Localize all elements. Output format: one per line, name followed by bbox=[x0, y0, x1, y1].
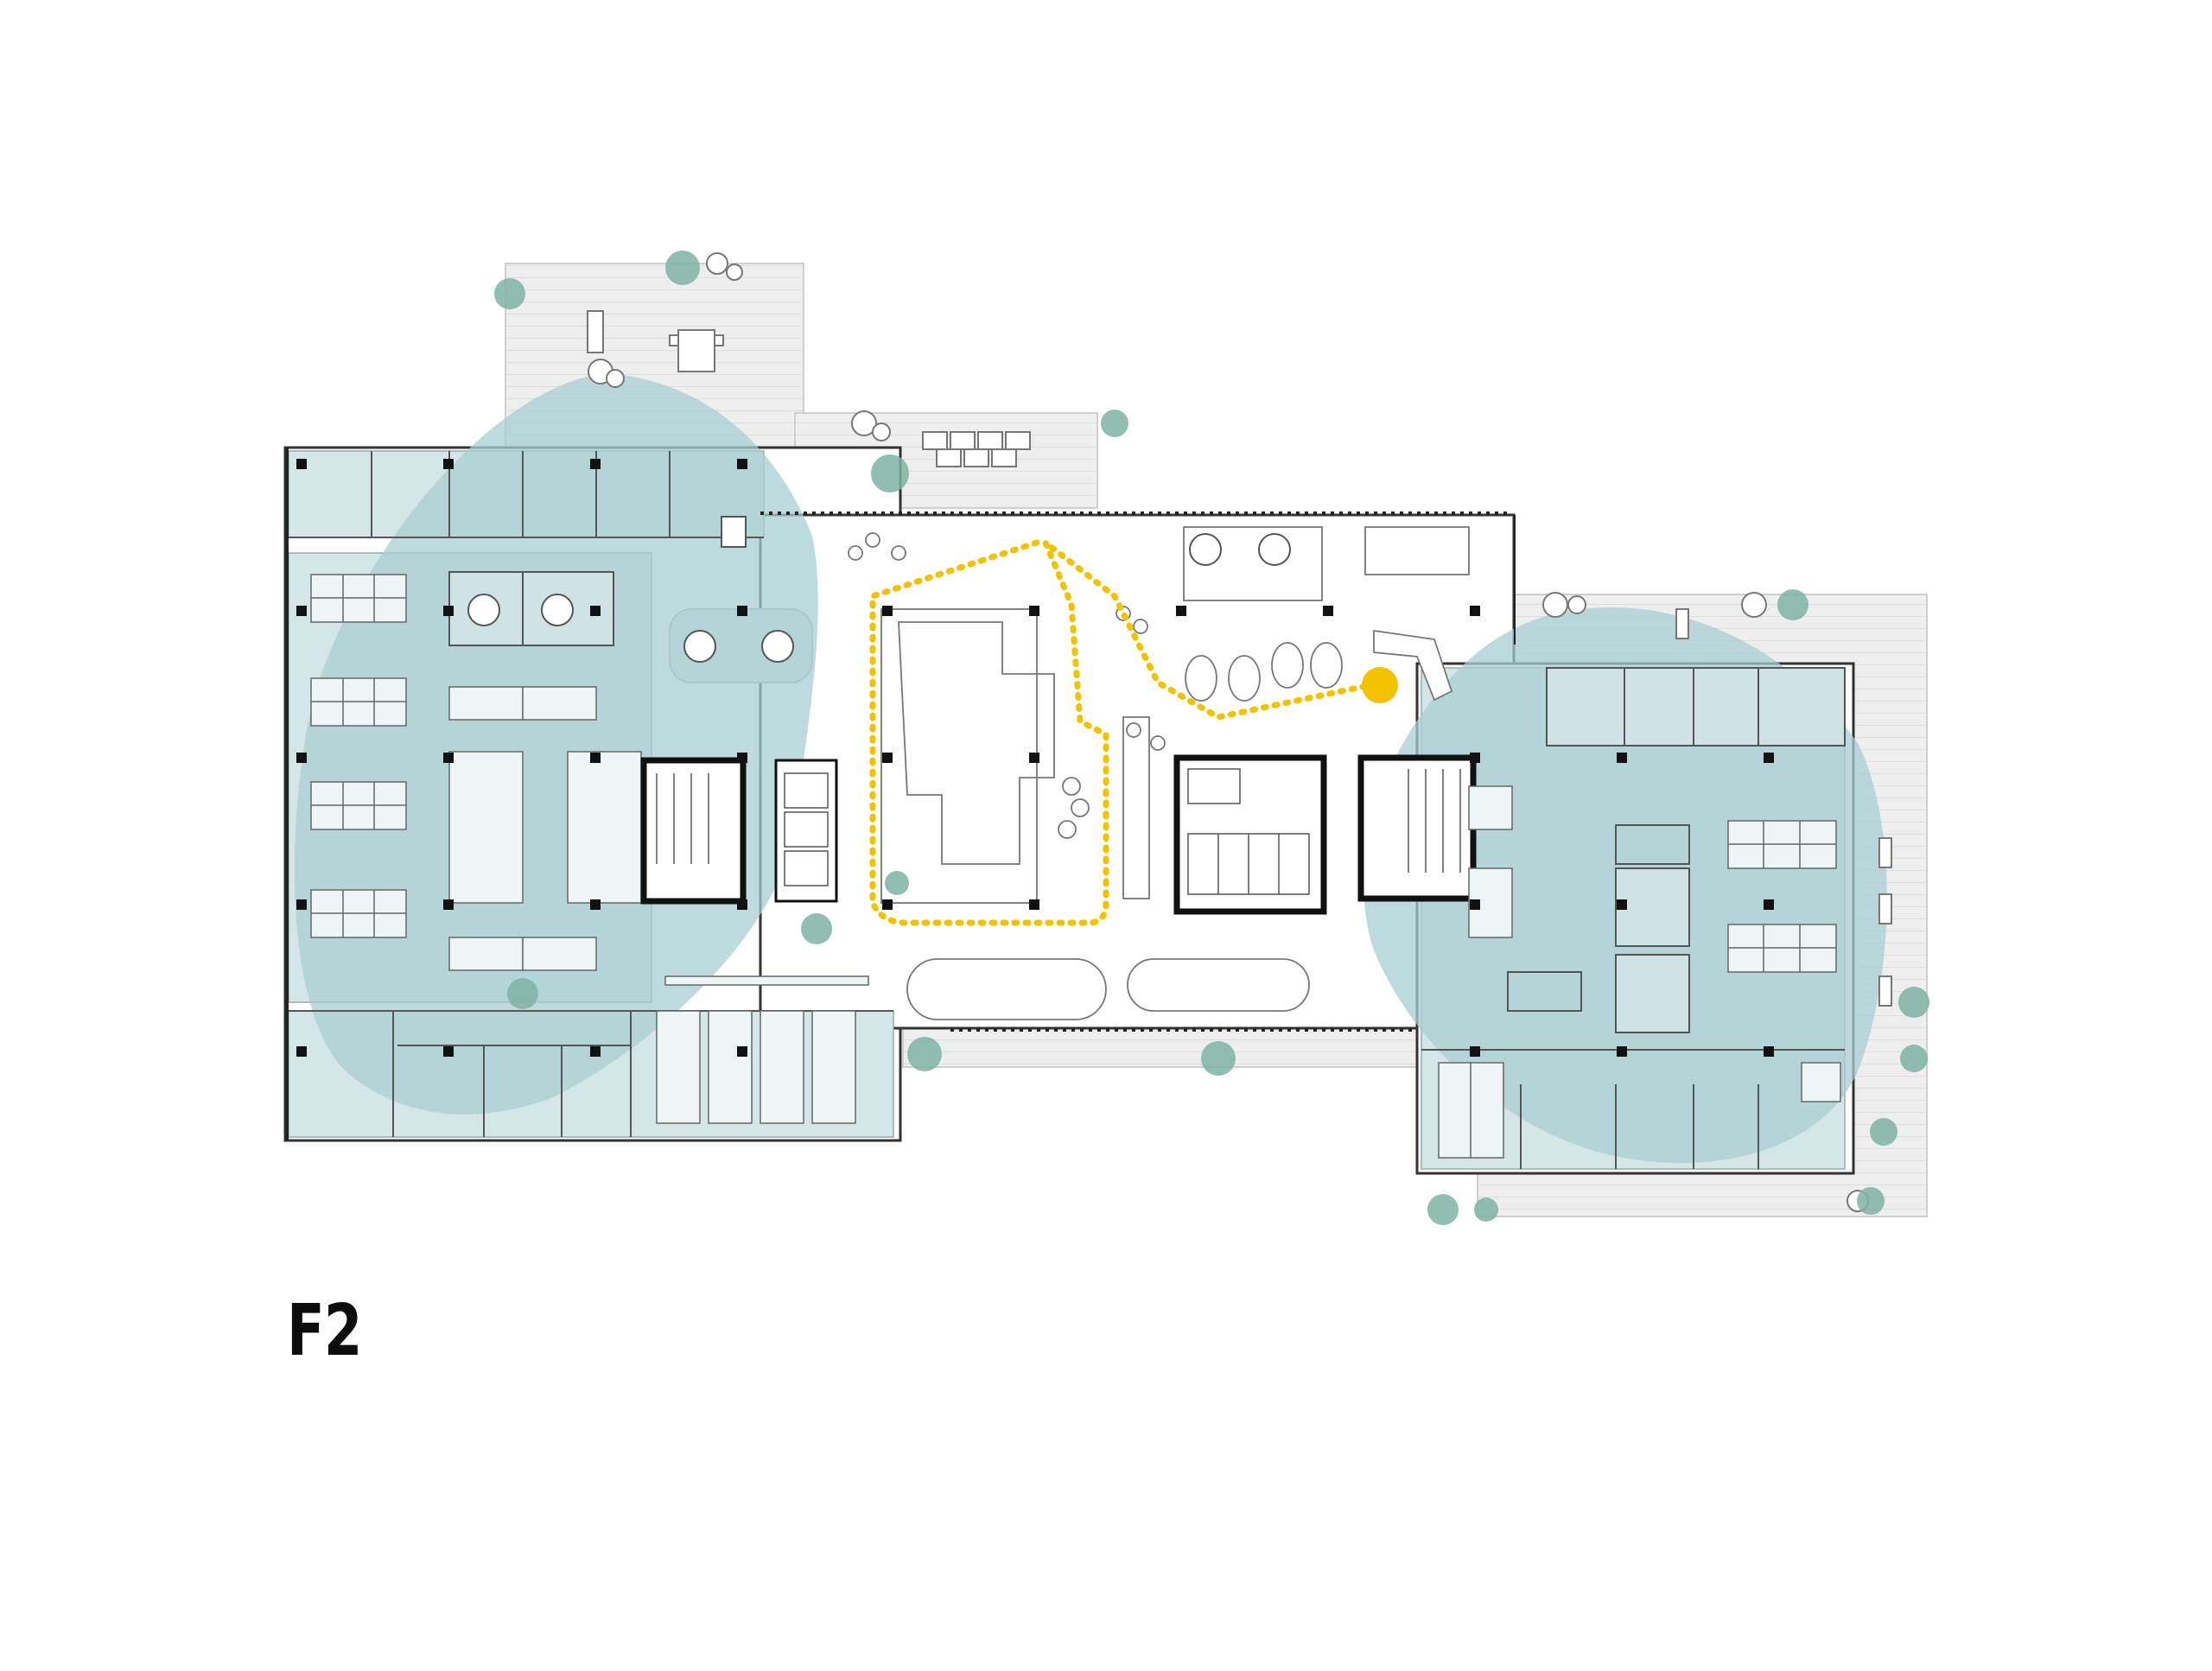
desks-west bbox=[310, 574, 869, 1124]
floor-label: F2 bbox=[287, 1290, 362, 1372]
circulation-route bbox=[869, 533, 1398, 926]
atrium-furniture bbox=[848, 526, 1470, 1020]
lift-core bbox=[774, 759, 838, 903]
stair-core-east bbox=[1357, 754, 1477, 902]
desks-east bbox=[1438, 785, 1841, 1159]
stair-core-west bbox=[640, 757, 747, 905]
facade-mullions bbox=[285, 448, 1517, 1140]
cores bbox=[640, 754, 1477, 915]
wc-core bbox=[1173, 754, 1327, 915]
route-endpoint bbox=[1362, 667, 1398, 703]
core-details bbox=[656, 768, 1461, 895]
plant-symbol bbox=[494, 251, 1929, 1225]
terrace-furniture bbox=[587, 252, 1892, 1212]
column-marker bbox=[296, 459, 1774, 1057]
partitions-east bbox=[1421, 667, 1846, 1169]
zone-west bbox=[294, 373, 818, 1115]
